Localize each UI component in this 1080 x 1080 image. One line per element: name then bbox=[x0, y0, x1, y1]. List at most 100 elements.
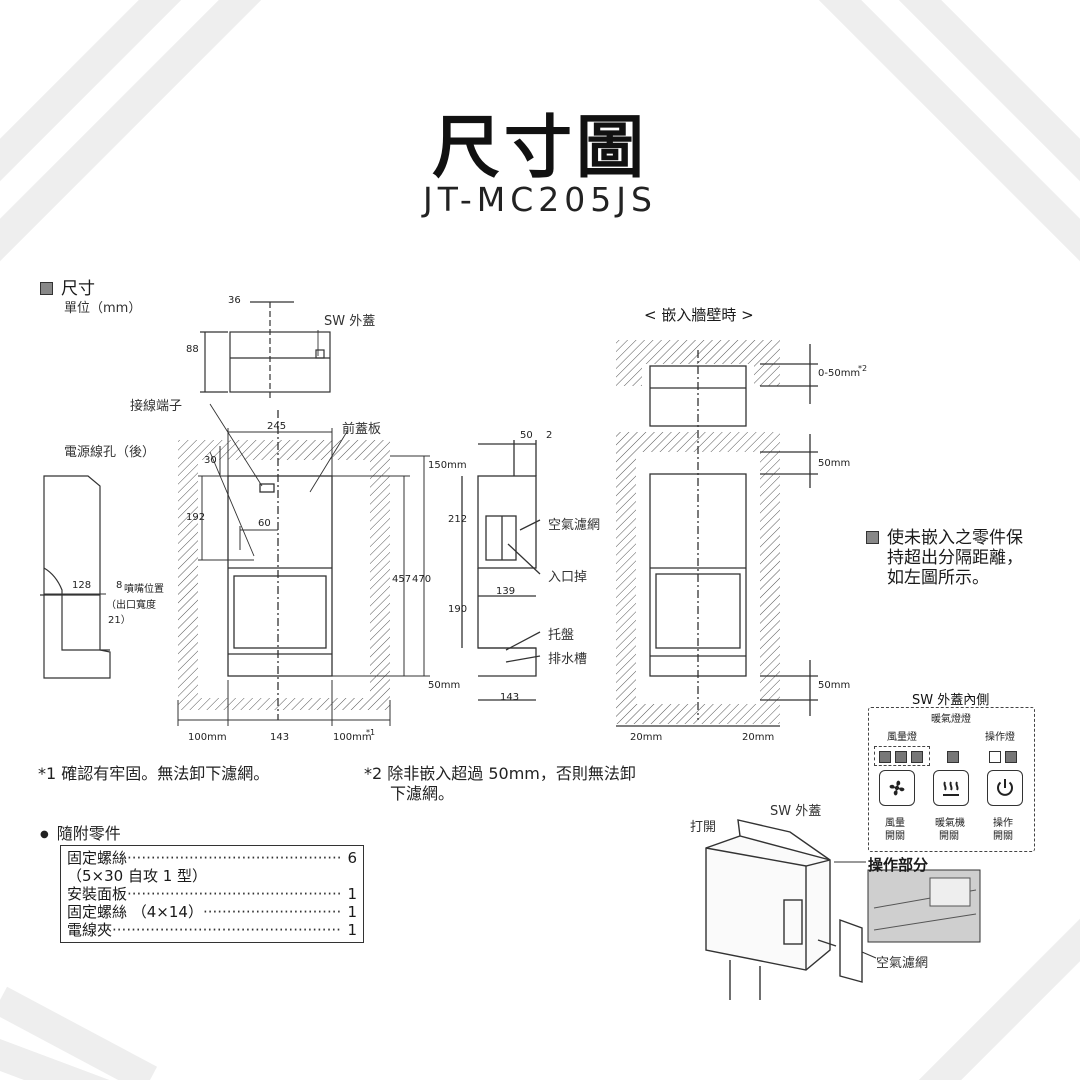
dim-50-bottom: 50mm bbox=[428, 680, 461, 691]
unit-label: 單位（mm） bbox=[64, 301, 142, 316]
accessory-qty: 6 bbox=[347, 849, 357, 867]
dim-139: 139 bbox=[496, 586, 516, 597]
gap-top: 0-50mm bbox=[818, 368, 861, 379]
op-switch-label-2: 開關 bbox=[993, 831, 1013, 842]
accessory-row: 電線夾 1 bbox=[67, 921, 357, 939]
side-note-line-2: 持超出分隔距離， bbox=[887, 548, 1023, 568]
heater-switch-label-2: 開關 bbox=[939, 831, 959, 842]
heater-lamp bbox=[947, 751, 959, 763]
dim-143: 143 bbox=[270, 732, 290, 743]
side-profile bbox=[40, 475, 111, 679]
product-sketch bbox=[705, 819, 863, 1000]
accessory-name: 電線夾 bbox=[67, 921, 113, 939]
op-lamp-label: 操作燈 bbox=[985, 732, 1015, 743]
side-note-line-1: 使未嵌入之零件保 bbox=[866, 528, 1023, 548]
label-outlet-width-2: 21） bbox=[108, 615, 131, 626]
side-note: 使未嵌入之零件保 持超出分隔距離， 如左圖所示。 bbox=[866, 528, 1023, 588]
side-view-middle bbox=[461, 440, 541, 701]
label-op-section: 操作部分 bbox=[868, 856, 929, 874]
accessory-name: 固定螺絲 bbox=[67, 849, 128, 867]
embed-20-right: 20mm bbox=[742, 732, 775, 743]
dim-36: 36 bbox=[228, 295, 241, 306]
heater-icon bbox=[943, 781, 959, 796]
accessory-name: （5×30 自攻 1 型） bbox=[67, 867, 208, 885]
dim-star1: *1 bbox=[366, 728, 376, 737]
front-view bbox=[227, 410, 333, 720]
label-power-hole: 電源線孔（後） bbox=[64, 445, 156, 460]
dim-50-top: 50 bbox=[520, 430, 533, 441]
embed-50-top: 50mm bbox=[818, 458, 851, 469]
dim-8: 8 bbox=[116, 580, 123, 591]
label-drain: 排水槽 bbox=[548, 652, 588, 667]
dim-60: 60 bbox=[258, 518, 271, 529]
top-view bbox=[200, 301, 331, 400]
power-icon bbox=[997, 779, 1013, 796]
heater-switch[interactable] bbox=[933, 770, 969, 806]
accessory-qty: 1 bbox=[347, 921, 357, 939]
accessories-list: 固定螺絲6 （5×30 自攻 1 型） 安裝面板1 固定螺絲 （4×14）1 電… bbox=[60, 845, 364, 943]
dim-457: 457 bbox=[392, 574, 412, 585]
page-title: 尺寸圖 bbox=[431, 108, 648, 188]
op-lamp-2 bbox=[1005, 751, 1017, 763]
embed-20-left: 20mm bbox=[630, 732, 663, 743]
fan-icon bbox=[889, 780, 905, 796]
dim-192: 192 bbox=[186, 512, 206, 523]
fan-switch-label-2: 開關 bbox=[885, 831, 905, 842]
dim-212: 212 bbox=[448, 514, 468, 525]
accessory-row: 固定螺絲 （4×14）1 bbox=[67, 903, 357, 921]
accessories-heading: 隨附零件 bbox=[40, 820, 121, 844]
accessory-name: 固定螺絲 （4×14） bbox=[67, 903, 203, 921]
label-air-filter: 空氣濾網 bbox=[548, 518, 601, 533]
dim-470: 470 bbox=[412, 574, 432, 585]
sw-panel-title: SW 外蓋內側 bbox=[912, 693, 990, 708]
sw-panel: 暖氣燈燈 風量燈 操作燈 風量 開關 暖氣機 開關 操作 開關 bbox=[868, 707, 1035, 852]
footnote-2a: *2 除非嵌入超過 50mm，否則無法卸 bbox=[364, 764, 636, 783]
heater-lamp-label: 暖氣燈燈 bbox=[931, 714, 971, 725]
fan-lamp-2 bbox=[895, 751, 907, 763]
heater-switch-label-1: 暖氣機 bbox=[935, 818, 965, 829]
label-outlet-width-1: （出口寬度 bbox=[106, 600, 156, 611]
label-front-panel: 前蓋板 bbox=[342, 422, 382, 437]
accessory-row: 固定螺絲 6 bbox=[67, 849, 357, 867]
label-air-filter-2: 空氣濾網 bbox=[876, 956, 929, 971]
dim-2: 2 bbox=[546, 430, 553, 441]
dim-30: 30 bbox=[204, 455, 217, 466]
dim-128: 128 bbox=[72, 580, 92, 591]
label-terminal: 接線端子 bbox=[130, 399, 183, 414]
accessory-qty: 1 bbox=[347, 885, 357, 903]
label-tray: 托盤 bbox=[548, 628, 575, 643]
side-note-line-3: 如左圖所示。 bbox=[887, 568, 989, 588]
label-outlet-pos: 噴嘴位置 bbox=[124, 584, 164, 595]
label-sw-cover: SW 外蓋 bbox=[324, 314, 376, 329]
op-lamp-1 bbox=[989, 751, 1001, 763]
embed-title: < 嵌入牆壁時 > bbox=[644, 306, 754, 324]
dim-100-left: 100mm bbox=[188, 732, 227, 743]
dim-88: 88 bbox=[186, 344, 199, 355]
accessory-row: （5×30 自攻 1 型） bbox=[67, 867, 357, 885]
dim-190: 190 bbox=[448, 604, 468, 615]
accessory-name: 安裝面板 bbox=[67, 885, 128, 903]
label-sw-cover-2: SW 外蓋 bbox=[770, 804, 822, 819]
gap-star2: *2 bbox=[858, 364, 868, 373]
label-inlet: 入口掉 bbox=[548, 570, 588, 585]
power-switch[interactable] bbox=[987, 770, 1023, 806]
dim-245: 245 bbox=[267, 421, 287, 432]
fan-lamp-3 bbox=[911, 751, 923, 763]
fan-switch-label-1: 風量 bbox=[885, 818, 905, 829]
fan-switch[interactable] bbox=[879, 770, 915, 806]
fan-lamp-label: 風量燈 bbox=[887, 732, 917, 743]
footnote-2b: 下濾網。 bbox=[390, 784, 455, 803]
model-number: JT-MC205JS bbox=[423, 180, 657, 219]
dim-143-side: 143 bbox=[500, 692, 520, 703]
accessory-row: 安裝面板 1 bbox=[67, 885, 357, 903]
embed-50-bottom: 50mm bbox=[818, 680, 851, 691]
fan-lamp-group bbox=[874, 746, 930, 766]
dim-150: 150mm bbox=[428, 460, 467, 471]
fan-lamp-1 bbox=[879, 751, 891, 763]
label-open: 打開 bbox=[690, 820, 717, 835]
footnote-1: *1 確認有牢固。無法卸下濾網。 bbox=[38, 764, 270, 783]
op-switch-label-1: 操作 bbox=[993, 818, 1013, 829]
section-heading: 尺寸 bbox=[40, 274, 95, 299]
